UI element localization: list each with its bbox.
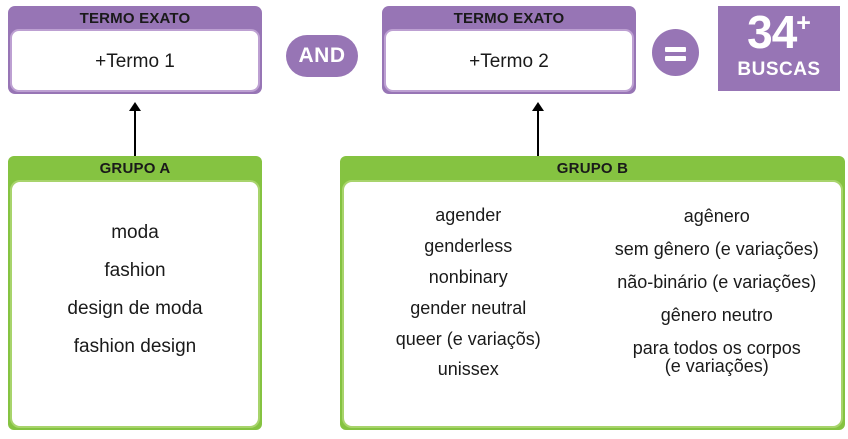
and-operator-pill[interactable]: AND (286, 35, 358, 77)
term-box-1-header: TERMO EXATO (79, 10, 191, 27)
list-item-line-2: (e variações) (664, 356, 769, 377)
arrow-shaft-a (134, 109, 136, 164)
group-a-term-list: moda fashion design de moda fashion desi… (12, 182, 258, 366)
results-count-line: 34+ (718, 9, 840, 55)
group-panel-a: GRUPO A moda fashion design de moda fash… (8, 156, 262, 430)
list-item: fashion design (73, 336, 197, 357)
group-b-column-left: agender genderless nonbinary gender neut… (344, 200, 593, 385)
group-b-header: GRUPO B (556, 160, 629, 177)
term-box-2-value[interactable]: +Termo 2 (384, 29, 634, 92)
term-box-2-header: TERMO EXATO (453, 10, 565, 27)
list-item-line-1: para todos os corpos (632, 337, 801, 358)
list-item: agender (435, 205, 502, 225)
list-item: gênero neutro (660, 304, 773, 325)
group-b-term-list-right: agênero sem gênero (e variações) não-bin… (593, 200, 842, 383)
list-item: nonbinary (428, 266, 508, 287)
list-item: unissex (437, 359, 499, 380)
list-item: fashion (104, 260, 166, 281)
arrow-up-group-a (129, 102, 142, 164)
term-box-1-value[interactable]: +Termo 1 (10, 29, 260, 92)
results-plus: + (796, 9, 811, 37)
group-a-header: GRUPO A (99, 160, 171, 177)
list-item: agênero (683, 206, 750, 226)
results-count: 34 (747, 6, 797, 58)
equals-icon (652, 29, 699, 76)
term-box-2[interactable]: TERMO EXATO +Termo 2 (382, 6, 636, 94)
arrow-head-a (129, 102, 141, 111)
group-b-column-right: agênero sem gênero (e variações) não-bin… (593, 200, 842, 385)
arrow-head-b (532, 102, 544, 111)
group-b-body: agender genderless nonbinary gender neut… (342, 180, 843, 428)
equals-bar-bottom (665, 56, 686, 61)
group-b-term-list-left: agender genderless nonbinary gender neut… (344, 200, 593, 385)
list-item: genderless (424, 235, 513, 256)
list-item: gender neutral (410, 297, 527, 318)
results-label: BUSCAS (737, 59, 821, 80)
group-a-body: moda fashion design de moda fashion desi… (10, 180, 260, 428)
arrow-up-group-b (532, 102, 545, 164)
list-item: moda (111, 222, 159, 243)
group-panel-b: GRUPO B agender genderless nonbinary gen… (340, 156, 845, 430)
equals-bar-top (665, 47, 686, 52)
list-item: sem gênero (e variações) (614, 238, 819, 259)
list-item: design de moda (67, 298, 203, 319)
list-item: não-binário (e variações) (617, 271, 817, 292)
arrow-shaft-b (537, 109, 539, 164)
group-b-columns: agender genderless nonbinary gender neut… (344, 182, 841, 385)
results-badge: 34+ BUSCAS (718, 6, 840, 91)
term-box-1[interactable]: TERMO EXATO +Termo 1 (8, 6, 262, 94)
list-item: queer (e variaçõs) (395, 328, 541, 349)
list-item-wrapped: para todos os corpos (e variações) (593, 332, 842, 384)
